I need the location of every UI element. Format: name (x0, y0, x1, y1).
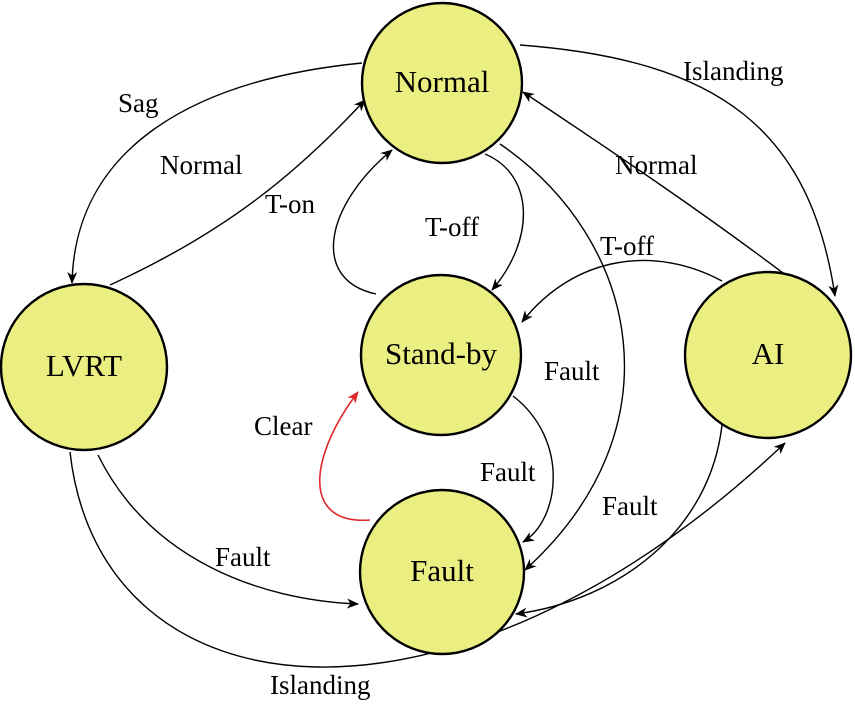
edge-t-off-normal (484, 153, 525, 291)
state-standby: Stand-by (359, 273, 523, 437)
state-fault-label: Fault (410, 553, 474, 588)
state-standby-label: Stand-by (385, 336, 497, 371)
edge-sag (67, 62, 363, 284)
edge-islanding-lvrt-ai (69, 442, 786, 668)
edge-fault-from-ai (515, 424, 723, 618)
state-lvrt-label: LVRT (46, 348, 122, 383)
edge-ai-to-normal (522, 91, 796, 283)
label-islanding-normal-ai: Islanding (683, 56, 784, 86)
edge-islanding-normal-ai (519, 44, 839, 297)
label-sag: Sag (118, 88, 159, 118)
edge-fault-from-lvrt (97, 454, 359, 609)
edge-clear (319, 391, 371, 521)
label-islanding-lvrt-ai: Islanding (270, 670, 371, 700)
label-t-off-normal: T-off (425, 212, 479, 242)
state-lvrt: LVRT (0, 282, 169, 452)
edge-t-on (332, 149, 393, 295)
state-ai-label: AI (752, 336, 785, 371)
edge-t-off-ai (521, 259, 723, 323)
label-clear: Clear (254, 411, 312, 441)
edge-fault-from-standby (512, 395, 554, 543)
label-fault-from-ai: Fault (602, 491, 658, 521)
label-t-on: T-on (265, 189, 316, 219)
label-lvrt-to-normal: Normal (160, 150, 242, 180)
state-fault: Fault (358, 488, 526, 656)
state-normal: Normal (360, 1, 524, 165)
label-fault-from-standby: Fault (480, 457, 536, 487)
label-fault-from-lvrt: Fault (215, 542, 271, 572)
edge-fault-from-normal (499, 143, 626, 571)
state-ai: AI (683, 270, 853, 440)
label-fault-from-normal: Fault (544, 356, 600, 386)
label-t-off-ai: T-off (600, 231, 654, 261)
edge-lvrt-to-normal (109, 99, 366, 286)
state-normal-label: Normal (395, 64, 490, 99)
label-ai-to-normal: Normal (615, 150, 697, 180)
